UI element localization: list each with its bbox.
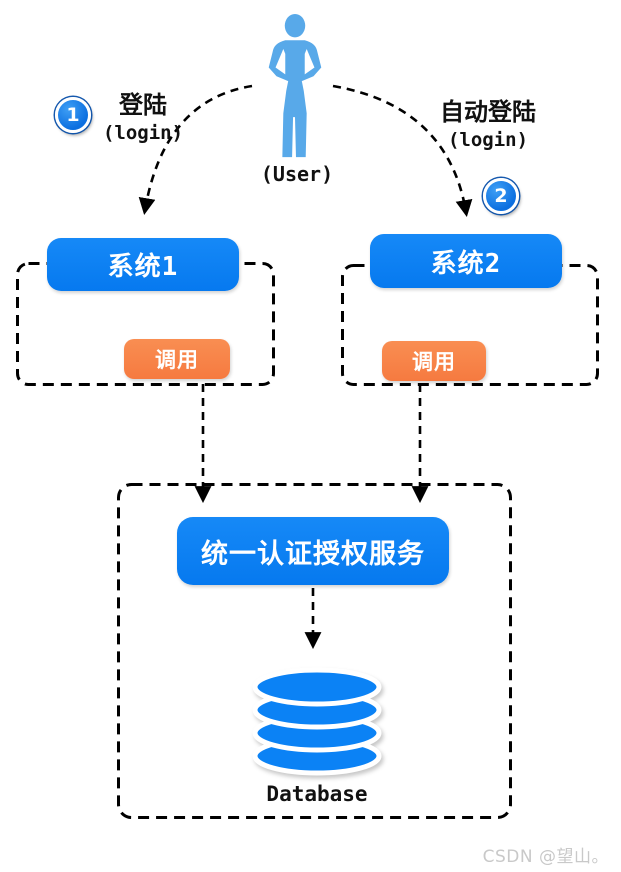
database-label: Database [266, 782, 368, 806]
system1-call-label: 调用 [155, 348, 199, 372]
login-label-right: 自动登陆 (login) [418, 98, 558, 154]
system1-box: 系统1 [47, 238, 239, 291]
user-label: (User) [260, 162, 334, 186]
system2-box: 系统2 [370, 234, 562, 288]
step-1-badge: 1 [55, 97, 91, 133]
system2-call-button: 调用 [382, 341, 486, 381]
sso-group-border [117, 483, 512, 819]
login-label-right-subtitle: (login) [447, 129, 529, 151]
step-2-number: 2 [494, 185, 508, 207]
login-label-left-subtitle: (login) [102, 122, 184, 144]
sso-service-box: 统一认证授权服务 [177, 517, 449, 585]
system2-title: 系统2 [430, 248, 502, 279]
arrow-login-right [332, 84, 473, 217]
system1-call-button: 调用 [124, 339, 230, 379]
watermark: CSDN @望山。 [482, 847, 609, 867]
user-icon [268, 14, 322, 158]
step-1-number: 1 [66, 104, 80, 126]
sso-service-label: 统一认证授权服务 [201, 538, 425, 570]
database-icon [252, 667, 382, 776]
system2-call-label: 调用 [412, 350, 456, 374]
login-label-left: 登陆 (login) [88, 91, 198, 147]
arrow-login-left [138, 84, 253, 215]
login-label-left-title: 登陆 [119, 91, 167, 119]
login-label-right-title: 自动登陆 [440, 98, 536, 126]
step-2-badge: 2 [483, 178, 519, 214]
system1-title: 系统1 [107, 252, 179, 282]
